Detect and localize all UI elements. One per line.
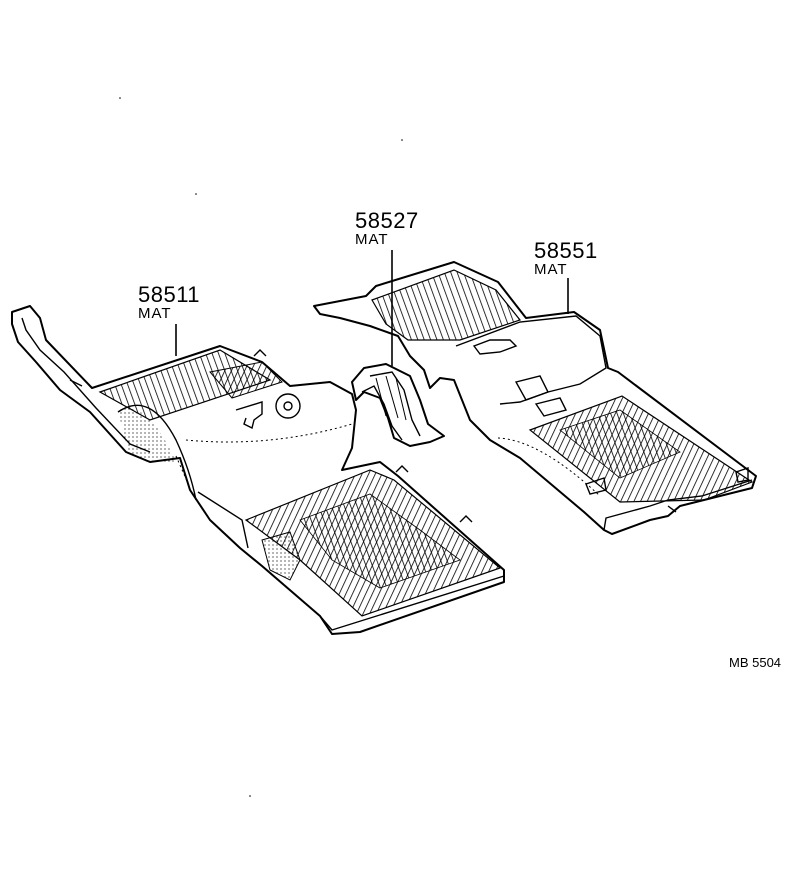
center-mat-58527 xyxy=(351,351,447,447)
part-number-58527: 58527 xyxy=(355,208,419,233)
part-name-58511: MAT xyxy=(138,305,172,322)
front-mat-58511 xyxy=(11,305,505,635)
part-number-58511: 58511 xyxy=(138,282,201,307)
part-number-58551: 58551 xyxy=(534,238,598,263)
rear-mat-58551 xyxy=(313,261,757,535)
part-name-58527: MAT xyxy=(355,231,389,248)
diagram-reference-code: MB 5504 xyxy=(729,655,782,670)
part-name-58551: MAT xyxy=(534,261,568,278)
